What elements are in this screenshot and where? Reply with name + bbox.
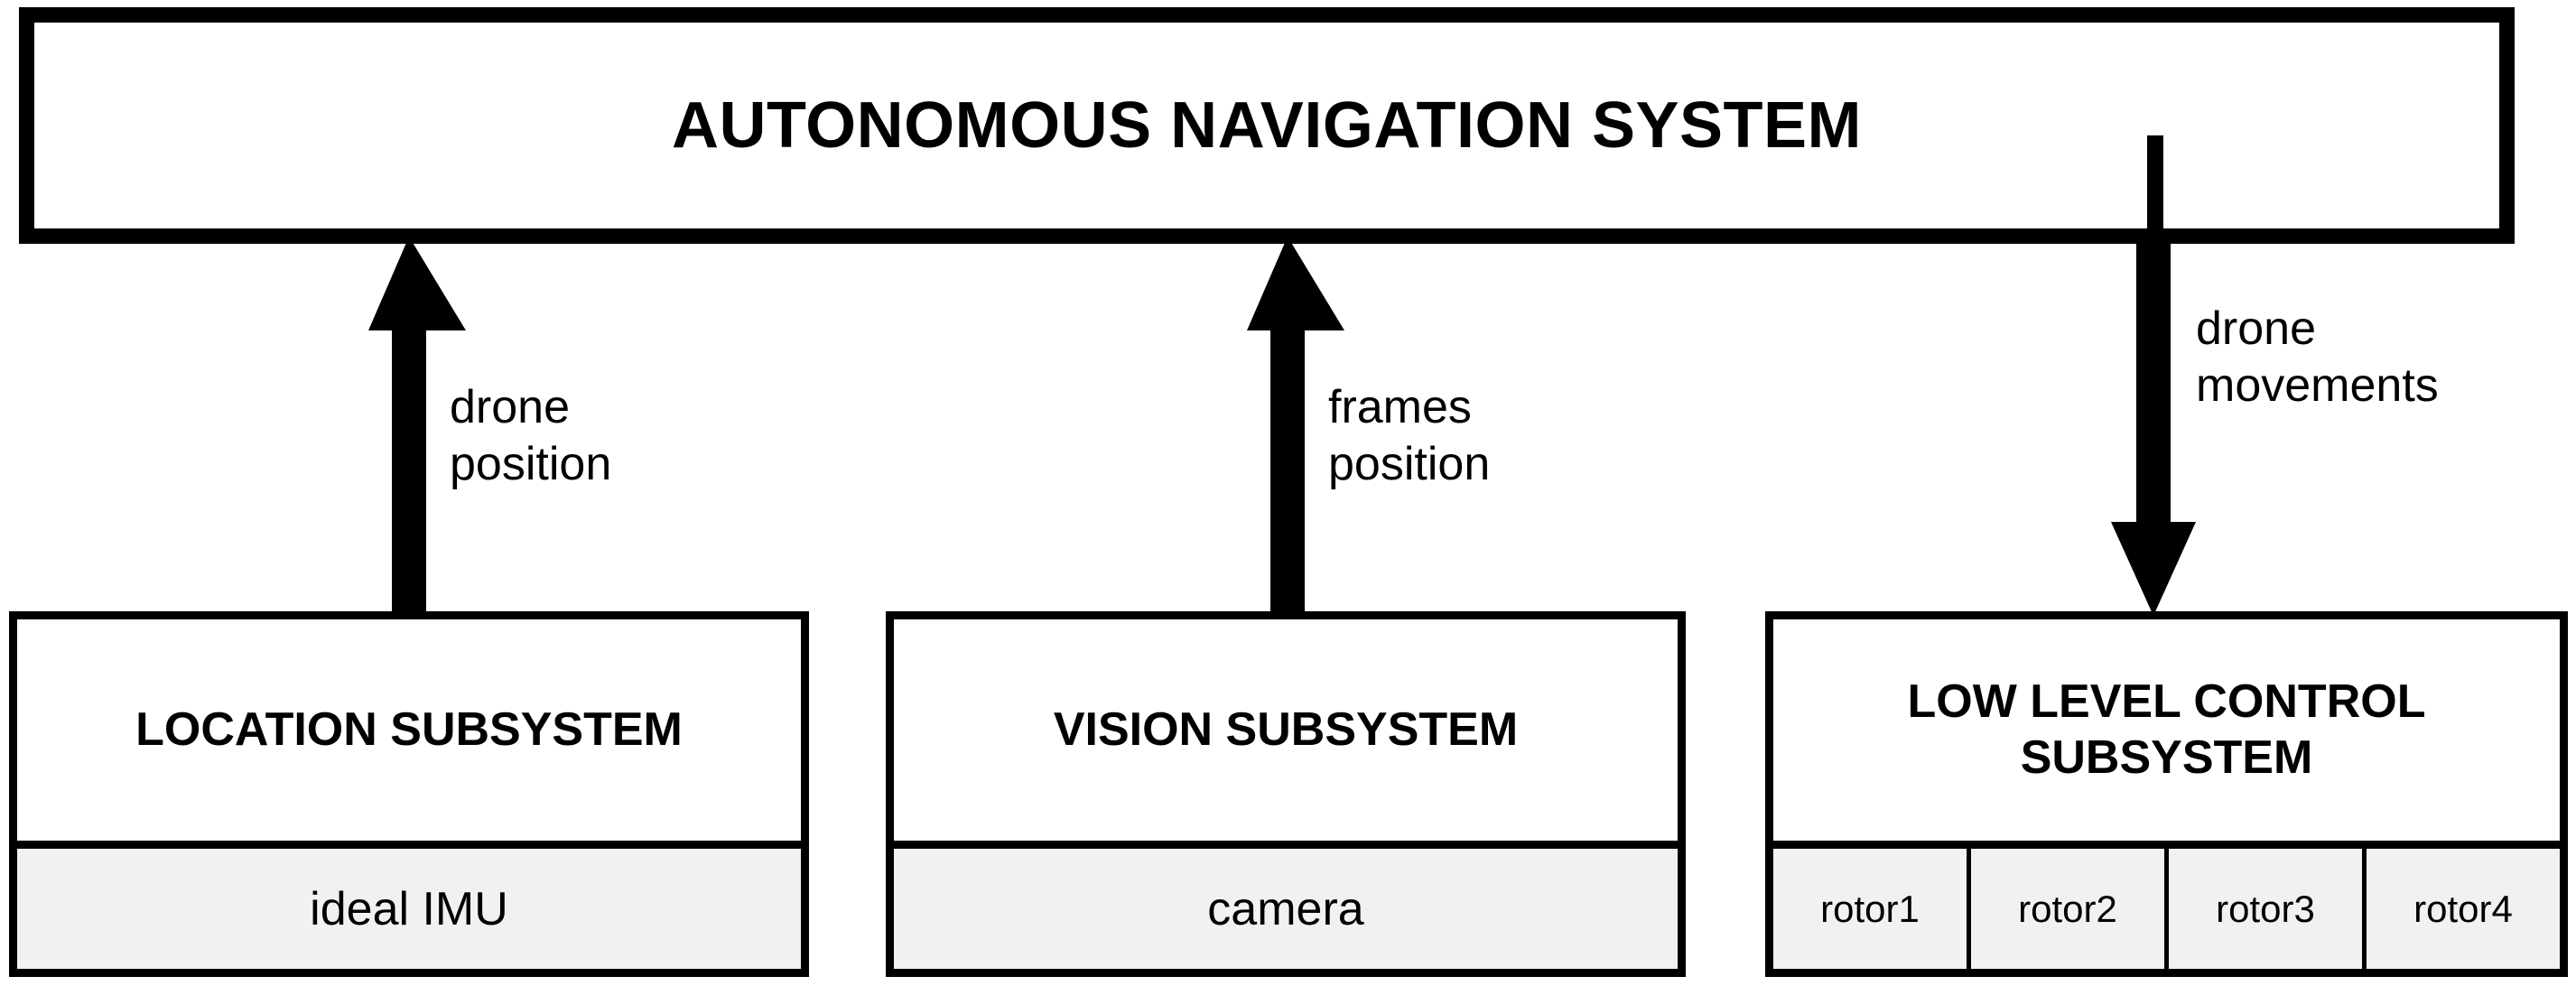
low-level-control-subsystem-box: LOW LEVEL CONTROL SUBSYSTEM rotor1 rotor… xyxy=(1765,611,2568,977)
low-level-control-subsystem-title: LOW LEVEL CONTROL SUBSYSTEM xyxy=(1907,675,2426,784)
location-subsystem-box: LOCATION SUBSYSTEM ideal IMU xyxy=(9,611,809,977)
component-rotor4: rotor4 xyxy=(2362,849,2560,969)
location-subsystem-title: LOCATION SUBSYSTEM xyxy=(135,702,683,756)
location-subsystem-components: ideal IMU xyxy=(17,841,801,969)
component-rotor3: rotor3 xyxy=(2164,849,2362,969)
vision-subsystem-title: VISION SUBSYSTEM xyxy=(1053,702,1519,756)
drone-movements-connector-stem xyxy=(2147,135,2163,244)
drone-movements-label: drone movements xyxy=(2196,302,2439,413)
drone-position-label: drone position xyxy=(450,381,612,491)
frames-position-label: frames position xyxy=(1328,381,1491,491)
autonomous-navigation-system-box: AUTONOMOUS NAVIGATION SYSTEM xyxy=(19,7,2515,244)
autonomous-navigation-system-label: AUTONOMOUS NAVIGATION SYSTEM xyxy=(671,89,1863,162)
drone-position-arrow xyxy=(368,237,466,616)
component-camera: camera xyxy=(894,849,1678,969)
frames-position-arrow xyxy=(1247,237,1344,616)
component-rotor2: rotor2 xyxy=(1967,849,2164,969)
vision-subsystem-box: VISION SUBSYSTEM camera xyxy=(886,611,1686,977)
component-rotor1: rotor1 xyxy=(1773,849,1967,969)
low-level-control-subsystem-components: rotor1 rotor2 rotor3 rotor4 xyxy=(1773,841,2560,969)
component-ideal-imu: ideal IMU xyxy=(17,849,801,969)
vision-subsystem-components: camera xyxy=(894,841,1678,969)
drone-movements-arrow xyxy=(2111,237,2196,616)
